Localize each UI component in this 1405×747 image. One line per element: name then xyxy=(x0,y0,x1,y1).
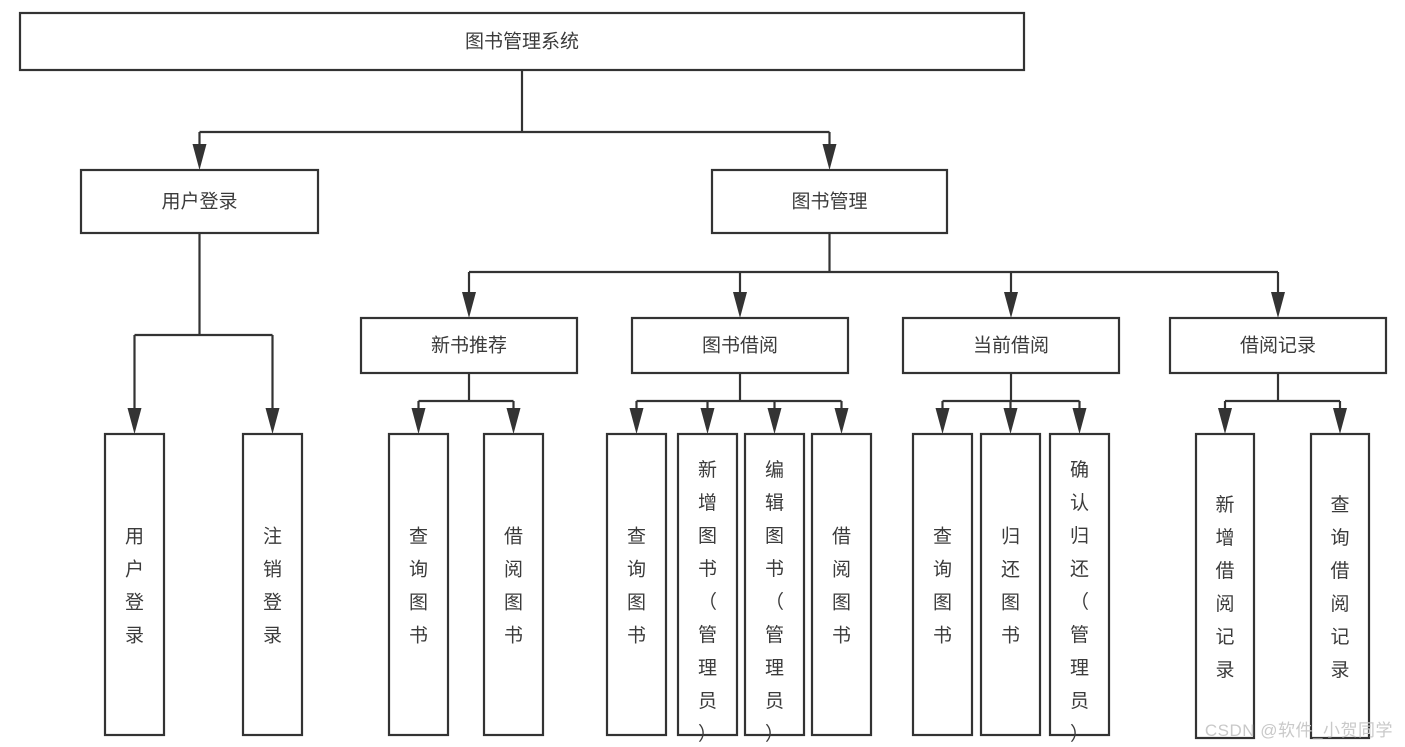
node-box xyxy=(630,316,850,375)
node-user-login[interactable]: 用户登录 xyxy=(79,168,320,235)
node-box xyxy=(676,432,739,737)
arrow-head-icon xyxy=(1271,292,1285,318)
node-box xyxy=(1168,316,1388,375)
node-label: 用户登录 xyxy=(125,526,144,646)
node-book-manage[interactable]: 图书管理 xyxy=(710,168,949,235)
arrow-head-icon xyxy=(1004,292,1018,318)
node-label: 确认归还（管理员） xyxy=(1070,459,1089,745)
node-label: 借阅图书 xyxy=(832,525,851,646)
arrow-head-icon xyxy=(506,408,521,434)
node-box xyxy=(1048,432,1111,737)
node-new-book-recommend[interactable]: 新书推荐 xyxy=(359,316,579,375)
node-leaf-query-book-current[interactable]: 查询图书 xyxy=(911,432,974,737)
node-label: 当前借阅 xyxy=(973,335,1049,357)
node-leaf-query-book-recommend[interactable]: 查询图书 xyxy=(387,432,450,737)
arrow-head-icon xyxy=(834,408,849,434)
node-box xyxy=(710,168,949,235)
arrow-head-icon xyxy=(1333,408,1347,434)
node-leaf-edit-book[interactable]: 编辑图书（管理员） xyxy=(743,432,806,745)
arrow-head-icon xyxy=(462,292,476,318)
arrow-head-icon xyxy=(629,408,644,434)
node-box xyxy=(359,316,579,375)
arrow-head-icon xyxy=(1003,408,1018,434)
arrow-head-icon xyxy=(265,408,280,434)
node-label: 图书借阅 xyxy=(702,335,778,357)
arrow-head-icon xyxy=(192,144,207,170)
node-box xyxy=(79,168,320,235)
node-box xyxy=(743,432,806,737)
node-label: 查询图书 xyxy=(409,525,428,646)
node-leaf-query-borrow-record[interactable]: 查询借阅记录 xyxy=(1309,432,1371,740)
arrow-head-icon xyxy=(935,408,950,434)
node-box xyxy=(901,316,1121,375)
node-label: 图书管理系统 xyxy=(465,31,579,53)
node-label: 图书管理 xyxy=(791,191,867,213)
node-root-book-management-system[interactable]: 图书管理系统 xyxy=(18,11,1026,72)
arrow-head-icon xyxy=(1218,408,1232,434)
node-label: 新增图书（管理员） xyxy=(698,459,717,745)
node-borrow-record[interactable]: 借阅记录 xyxy=(1168,316,1388,375)
node-box xyxy=(911,432,974,737)
node-box xyxy=(605,432,668,737)
node-leaf-add-book[interactable]: 新增图书（管理员） xyxy=(676,432,739,745)
node-leaf-return-book[interactable]: 归还图书 xyxy=(979,432,1042,737)
arrow-head-icon xyxy=(1072,408,1087,434)
arrow-head-icon xyxy=(700,408,715,434)
node-label: 查询图书 xyxy=(933,525,952,646)
node-box xyxy=(1309,432,1371,740)
node-label: 归还图书 xyxy=(1001,525,1020,646)
node-label: 编辑图书（管理员） xyxy=(765,459,784,745)
node-book-borrow[interactable]: 图书借阅 xyxy=(630,316,850,375)
node-box xyxy=(482,432,545,737)
node-leaf-add-borrow-record[interactable]: 新增借阅记录 xyxy=(1194,432,1256,740)
node-label: 借阅记录 xyxy=(1240,335,1316,357)
node-label: 新增借阅记录 xyxy=(1215,494,1234,681)
node-leaf-borrow-book[interactable]: 借阅图书 xyxy=(810,432,873,737)
node-label: 借阅图书 xyxy=(504,525,523,646)
arrow-head-icon xyxy=(411,408,426,434)
node-box xyxy=(103,432,166,737)
node-leaf-query-book[interactable]: 查询图书 xyxy=(605,432,668,737)
arrow-head-icon xyxy=(733,292,747,318)
node-leaf-user-login[interactable]: 用户登录 xyxy=(103,432,166,737)
watermark-text: CSDN @软件_小贺同学 xyxy=(1204,721,1393,740)
node-box xyxy=(18,11,1026,72)
edges-layer xyxy=(127,70,1347,434)
node-current-borrow[interactable]: 当前借阅 xyxy=(901,316,1121,375)
arrow-head-icon xyxy=(127,408,142,434)
node-label: 查询借阅记录 xyxy=(1330,494,1349,681)
node-label: 查询图书 xyxy=(627,525,646,646)
arrow-head-icon xyxy=(822,144,837,170)
node-label: 注销登录 xyxy=(263,525,282,646)
arrow-head-icon xyxy=(767,408,782,434)
node-label: 用户登录 xyxy=(161,191,237,213)
node-leaf-confirm-return[interactable]: 确认归还（管理员） xyxy=(1048,432,1111,745)
node-leaf-logout-login[interactable]: 注销登录 xyxy=(241,432,304,737)
node-label: 新书推荐 xyxy=(431,335,507,357)
node-box xyxy=(241,432,304,737)
node-leaf-borrow-book-recommend[interactable]: 借阅图书 xyxy=(482,432,545,737)
node-box xyxy=(1194,432,1256,740)
node-box xyxy=(387,432,450,737)
node-box xyxy=(979,432,1042,737)
node-box xyxy=(810,432,873,737)
nodes-layer: 图书管理系统用户登录图书管理新书推荐图书借阅当前借阅借阅记录用户登录注销登录查询… xyxy=(18,11,1388,745)
